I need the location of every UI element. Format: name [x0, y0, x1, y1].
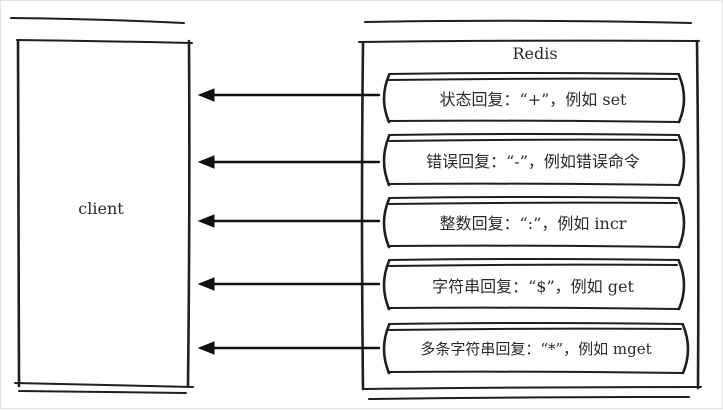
reply-box-bulk-string: 字符串回复：“$”，例如 get — [382, 258, 686, 311]
redis-box: Redis — [358, 19, 702, 400]
client-box: client — [10, 17, 194, 394]
arrow-integer — [197, 214, 381, 228]
reply-label-status: 状态回复：“+”，例如 set — [440, 90, 628, 109]
arrow-status — [197, 88, 381, 102]
arrow-multi-bulk — [197, 341, 381, 355]
arrow-bulk-string — [197, 277, 381, 291]
reply-label-error: 错误回复：“-”，例如错误命令 — [426, 152, 640, 171]
reply-box-multi-bulk: 多条字符串回复：“*”，例如 mget — [382, 322, 690, 375]
reply-box-status: 状态回复：“+”，例如 set — [382, 72, 686, 124]
reply-label-bulk-string: 字符串回复：“$”，例如 get — [432, 277, 634, 296]
reply-box-integer: 整数回复：“:”，例如 incr — [382, 196, 686, 249]
reply-label-multi-bulk: 多条字符串回复：“*”，例如 mget — [420, 340, 651, 358]
reply-label-integer: 整数回复：“:”，例如 incr — [440, 214, 627, 233]
redis-label: Redis — [512, 44, 557, 63]
arrow-error — [197, 155, 381, 169]
reply-box-error: 错误回复：“-”，例如错误命令 — [382, 133, 686, 187]
client-label: client — [78, 199, 124, 218]
